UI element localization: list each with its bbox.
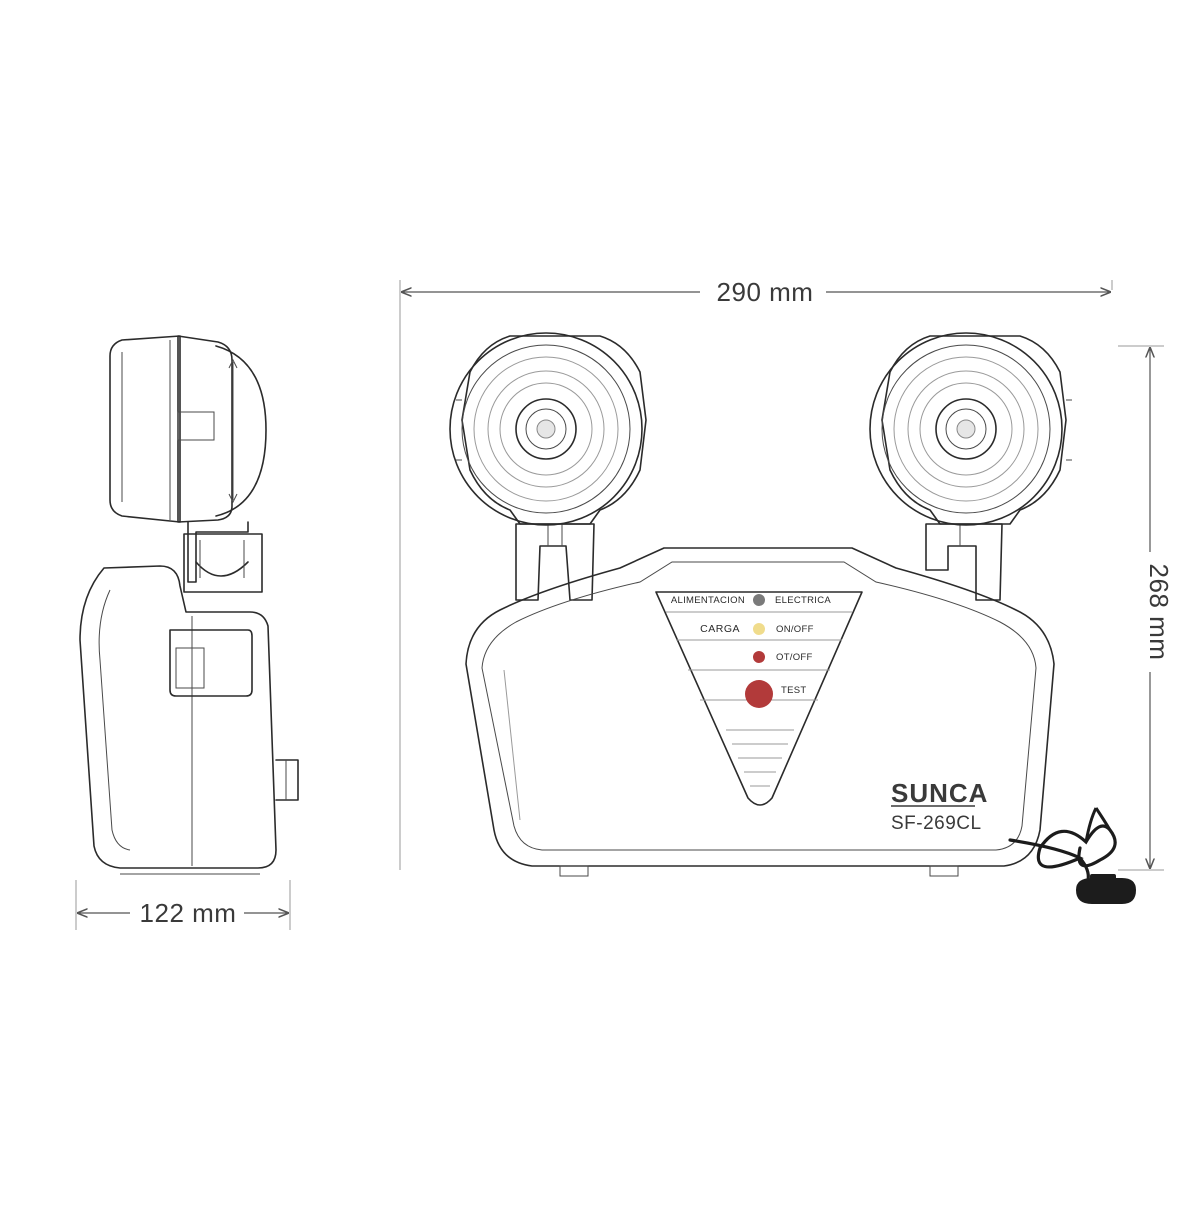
control-panel: ALIMENTACION ELECTRICA CARGA ON/OFF OT/O…: [655, 591, 863, 806]
side-bracket: [183, 521, 263, 593]
depth-label: 122 mm: [140, 898, 237, 928]
label-test: TEST: [781, 685, 806, 696]
label-electrica: ELECTRICA: [775, 595, 831, 606]
power-plug: [1076, 874, 1136, 904]
width-label: 290 mm: [717, 277, 814, 307]
right-lamp: [869, 332, 1072, 601]
width-dimension: 290 mm: [399, 277, 1113, 870]
model-number: SF-269CL: [891, 813, 982, 834]
label-ot-off: OT/OFF: [776, 652, 813, 663]
left-lamp: [449, 332, 647, 601]
height-dimension: 268 mm: [1118, 345, 1174, 871]
side-body: [79, 565, 299, 875]
side-lamp-head: [109, 335, 267, 523]
label-carga: CARGA: [700, 623, 740, 635]
test-button[interactable]: [745, 680, 773, 708]
ot-led: [753, 651, 765, 663]
branding: SUNCA SF-269CL: [891, 778, 988, 834]
height-label: 268 mm: [1144, 564, 1174, 661]
side-view: 122 mm: [75, 335, 299, 930]
power-cord: [1008, 807, 1136, 904]
brand-name: SUNCA: [891, 778, 988, 808]
front-view: 290 mm 268 mm: [399, 277, 1174, 904]
charge-led: [753, 623, 765, 635]
label-on-off: ON/OFF: [776, 624, 814, 635]
front-body: [465, 547, 1055, 877]
label-alimentacion: ALIMENTACION: [671, 595, 745, 606]
power-led: [753, 594, 765, 606]
depth-dimension: 122 mm: [75, 880, 291, 930]
